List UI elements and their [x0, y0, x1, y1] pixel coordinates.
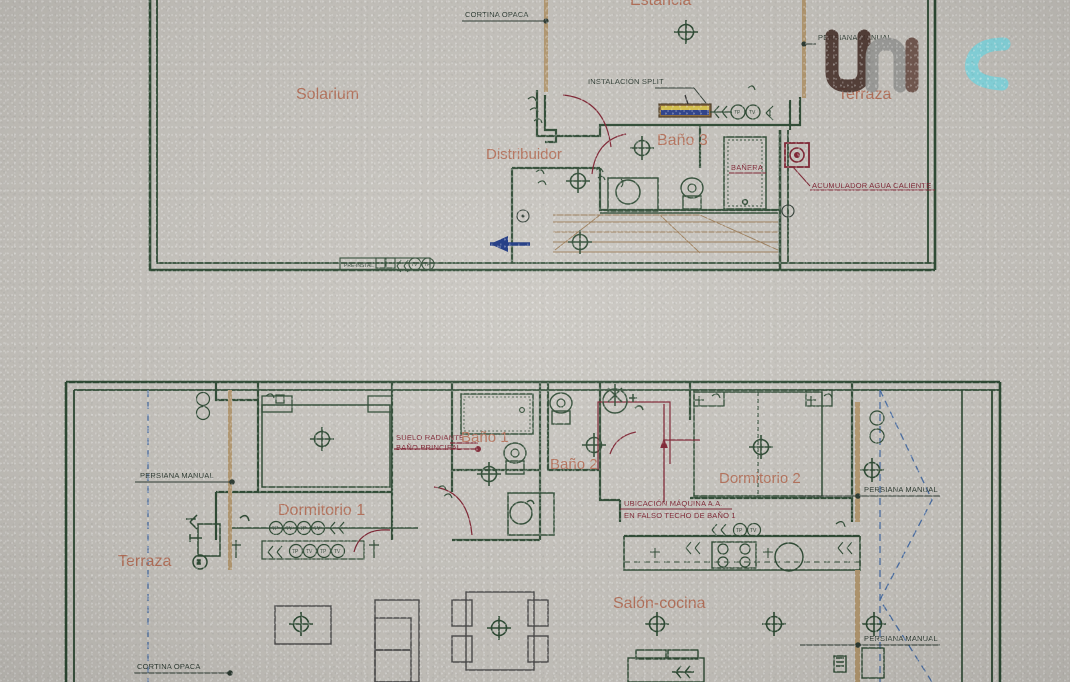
unic-watermark	[825, 29, 1011, 93]
toilet-symbol	[680, 177, 704, 210]
svg-text:TP: TP	[272, 526, 279, 532]
svg-text:TV: TV	[334, 549, 341, 555]
lower-plan-group: TP TV TP TV TP TV TP TV E	[64, 380, 1002, 682]
annotation-falso-techo: EN FALSO TECHO DE BAÑO 1	[624, 511, 736, 520]
svg-text:TV: TV	[749, 110, 756, 116]
upper-plan-group: TP TV BAÑERA	[148, 0, 937, 273]
salon-furniture	[274, 591, 549, 682]
svg-text:TP: TP	[734, 110, 741, 116]
annotation-acumulador-agua-caliente: ACUMULADOR AGUA CALIENTE	[812, 181, 931, 190]
door-opening-upper	[544, 0, 548, 92]
annotation-cortina-opaca-superior: CORTINA OPACA	[465, 10, 529, 19]
svg-text:TP: TP	[320, 549, 327, 555]
dormitorio1-outlet-strip-top: TP TV TP TV	[232, 520, 418, 536]
staircase	[553, 214, 779, 254]
banera-label-group: BAÑERA	[729, 163, 766, 174]
annotation-persiana-manual-derecha: PERSIANA MANUAL	[864, 485, 938, 494]
room-label-dormitorio1: Dormitorio 1	[278, 502, 365, 519]
annotation-preinstalacion: PRE-INSTAL.	[344, 263, 374, 269]
annotation-bano-principal: BAÑO PRINCIPAL	[396, 443, 461, 452]
annotation-persiana-manual-derecha-2: PERSIANA MANUAL	[864, 634, 938, 643]
annotation-instalacion-split: INSTALACIÓN SPLIT	[588, 77, 664, 86]
cooktop-island	[627, 649, 705, 682]
svg-text:TP: TP	[424, 262, 431, 268]
door-arc-bano1	[433, 486, 473, 536]
bathtub-bano1	[460, 393, 534, 435]
toilet-bano2	[549, 392, 573, 425]
room-label-estancia: Estancia	[630, 0, 691, 9]
annotation-cortina-opaca-inferior: CORTINA OPACA	[137, 662, 201, 671]
svg-text:E: E	[197, 560, 201, 566]
svg-text:TV: TV	[286, 526, 293, 532]
room-label-distribuidor: Distribuidor	[486, 146, 562, 163]
salon-outlet-cluster: TP TV	[711, 522, 762, 538]
direction-arrow-icon	[490, 236, 530, 252]
svg-text:TV: TV	[314, 526, 321, 532]
room-label-bano1: Baño 1	[461, 429, 509, 446]
room-label-salon-cocina: Salón-cocina	[613, 595, 706, 612]
svg-text:TP: TP	[300, 526, 307, 532]
bed-dormitorio1	[261, 404, 391, 488]
room-label-solarium: Solarium	[296, 86, 359, 103]
svg-text:TP: TP	[736, 528, 743, 534]
split-unit-symbol	[658, 94, 712, 118]
door-arc-bano2	[609, 431, 637, 455]
svg-text:TV: TV	[306, 549, 313, 555]
svg-text:TV: TV	[411, 262, 418, 268]
room-label-bano2: Baño 2	[550, 456, 598, 473]
annotation-ubicacion-maquina: UBICACIÓN MÁQUINA A.A.	[624, 499, 723, 508]
window-persiana-right	[879, 389, 933, 682]
svg-text:TP: TP	[292, 549, 299, 555]
annotation-suelo-radiante: SUELO RADIANTE	[396, 433, 464, 442]
preinstalacion-group: PRE-INSTAL. TV TP	[339, 257, 435, 273]
svg-text:TV: TV	[750, 528, 757, 534]
room-label-dormitorio2: Dormitorio 2	[719, 470, 801, 487]
acumulador-symbol	[784, 142, 935, 191]
kitchen-counter	[623, 534, 861, 572]
annotation-banera: BAÑERA	[731, 163, 763, 172]
annotation-persiana-manual-superior: PERSIANA MANUAL	[818, 33, 892, 42]
dormitorio1-outlet-strip-bottom: TP TV TP TV	[231, 540, 379, 560]
upper-outlet-cluster: TP TV	[710, 104, 761, 120]
room-label-bano3: Baño 3	[657, 132, 708, 149]
room-label-terraza-inferior: Terraza	[118, 553, 171, 570]
annotation-persiana-manual-izquierda: PERSIANA MANUAL	[140, 471, 214, 480]
